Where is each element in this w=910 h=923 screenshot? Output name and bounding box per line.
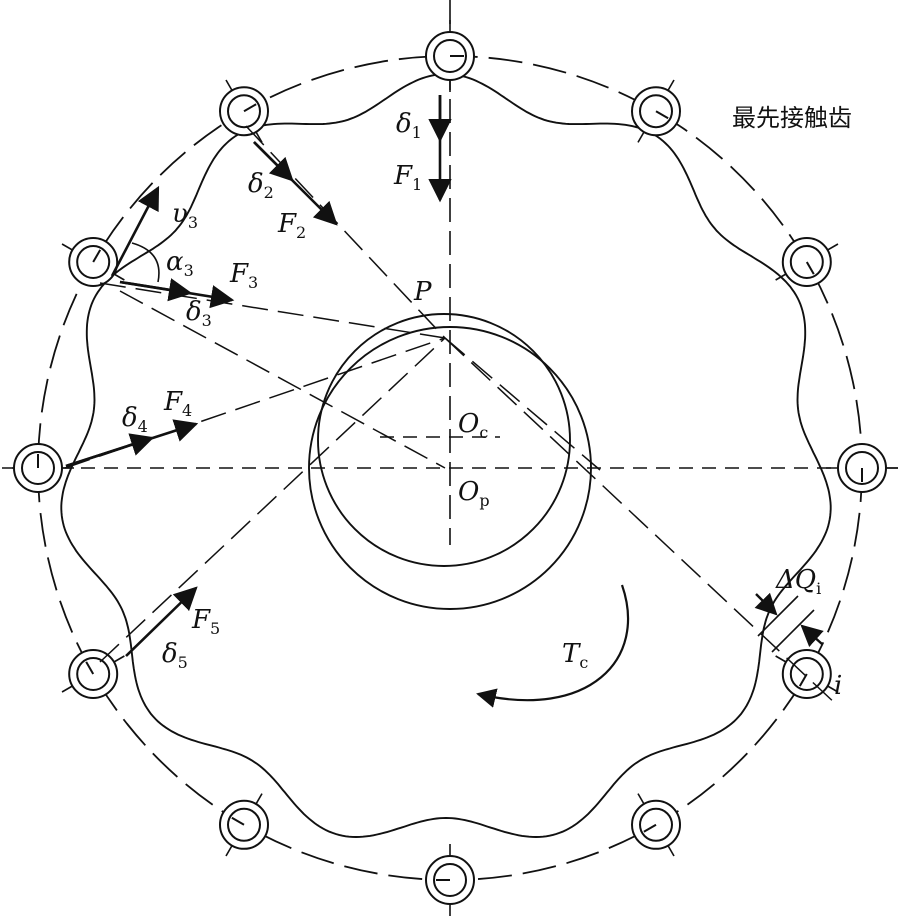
- action-line-i-upper: [444, 337, 601, 471]
- delta-q-arrow-1: [754, 592, 778, 616]
- tooth-index-label: i: [834, 671, 842, 701]
- delta4-label: δ4: [122, 403, 148, 436]
- v3-label: υ3: [172, 199, 198, 232]
- delta-q-marker: [754, 592, 824, 653]
- first-contact-label: 最先接触齿: [732, 104, 852, 132]
- delta-q-ext-1: [757, 595, 799, 637]
- f3-label: F3: [229, 259, 258, 292]
- pin-inner-tick: [231, 816, 245, 826]
- pin-inner-tick: [85, 661, 95, 675]
- eccentric-circle-op: [308, 326, 592, 610]
- pin-10: [2, 443, 74, 493]
- delta2-label: δ2: [248, 169, 274, 202]
- pin-group: [2, 20, 898, 916]
- torque-label: Tc: [562, 639, 588, 672]
- pitch-point-label: P: [413, 277, 432, 307]
- delta-q-ext-2: [771, 609, 815, 653]
- delta-q-arrow-2: [800, 624, 824, 648]
- pin-inner-tick: [798, 673, 808, 687]
- pin-7: [425, 844, 475, 916]
- construction-lines: [12, 0, 898, 545]
- action-line-3-normal: [119, 290, 446, 469]
- lines-of-action: [64, 125, 839, 707]
- pin-11: [61, 237, 125, 287]
- f4-label: F4: [163, 387, 192, 420]
- center-p-label: Op: [458, 477, 490, 510]
- torque-arrow: [476, 584, 630, 708]
- delta5-label: δ5: [162, 639, 188, 672]
- f2-arrow-mid: [253, 141, 294, 182]
- pin-6: [631, 793, 681, 857]
- action-line-5: [99, 337, 446, 663]
- force-arrows: [65, 95, 452, 657]
- pin-5: [775, 649, 839, 699]
- f1-label: F1: [393, 161, 422, 194]
- cycloid-disc-profile: [60, 73, 832, 838]
- eccentric-circle-oc: [317, 313, 571, 567]
- pin-12: [219, 79, 269, 143]
- action-line-3: [99, 282, 446, 339]
- delta-q-label: ΔQi: [775, 565, 821, 598]
- pin-8: [219, 793, 269, 857]
- f2-label: F2: [277, 209, 306, 242]
- v3-arrow: [110, 185, 160, 277]
- pin-2: [631, 79, 681, 143]
- action-line-i: [444, 337, 839, 707]
- pin-inner-tick: [92, 249, 102, 263]
- pin-1: [425, 20, 475, 92]
- pin-4: [826, 443, 898, 493]
- action-line-4: [64, 337, 446, 469]
- pin-inner-tick: [643, 823, 657, 833]
- alpha3-label: α3: [166, 247, 194, 280]
- delta1-label: δ1: [396, 109, 422, 142]
- pin-3: [775, 237, 839, 287]
- pin-inner-tick: [805, 261, 815, 275]
- f5-label: F5: [191, 605, 220, 638]
- f4-arrow-mid: [65, 433, 155, 468]
- pin-9: [61, 649, 125, 699]
- f5-arrow: [125, 586, 198, 657]
- center-c-label: Oc: [458, 409, 488, 442]
- f3-arrow-mid: [119, 278, 193, 302]
- pin-inner-tick: [655, 110, 669, 120]
- delta3-label: δ3: [186, 297, 212, 330]
- alpha3-angle-arc: [131, 242, 160, 283]
- pin-inner-tick: [243, 103, 257, 113]
